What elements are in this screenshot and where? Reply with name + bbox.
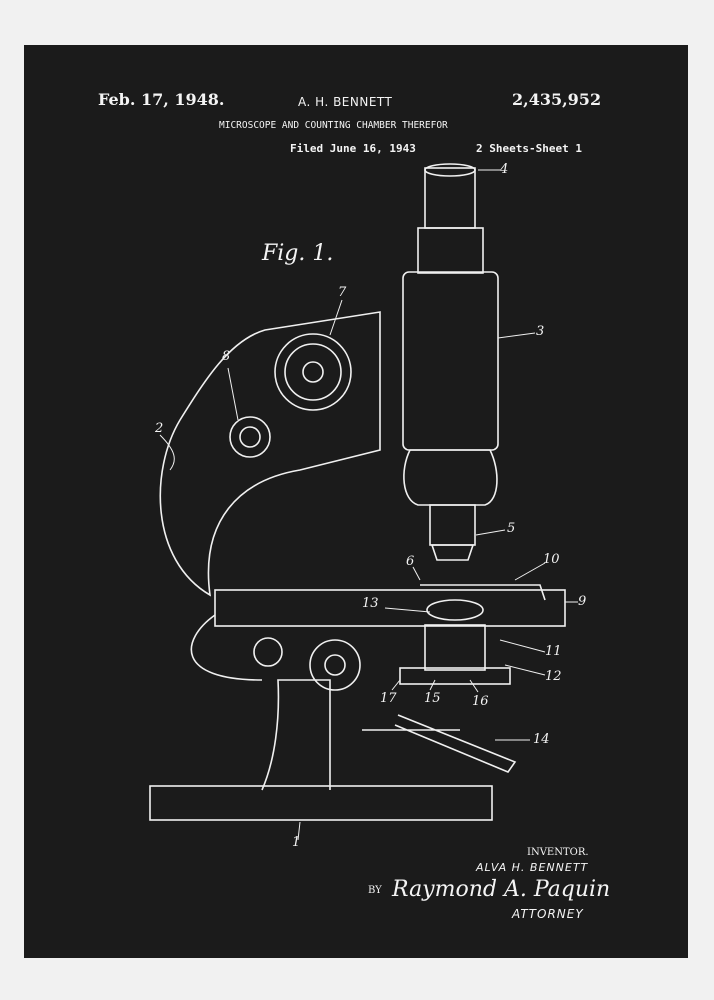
ref-numeral: 3 bbox=[536, 324, 545, 339]
body-tube bbox=[402, 271, 499, 451]
coarse-knob bbox=[274, 333, 352, 411]
draw-tube bbox=[417, 227, 484, 274]
ref-numeral: 1 bbox=[292, 835, 301, 850]
attorney-signature: Raymond A. Paquin bbox=[392, 877, 611, 902]
ref-numeral: 12 bbox=[545, 669, 562, 684]
counting-chamber bbox=[426, 599, 484, 621]
stage bbox=[214, 589, 566, 627]
ref-numeral: 14 bbox=[533, 732, 550, 747]
ref-numeral: 16 bbox=[472, 694, 489, 709]
by-label: BY bbox=[368, 885, 382, 896]
ref-numeral: 6 bbox=[406, 554, 415, 569]
pivot-knob bbox=[253, 637, 283, 667]
base bbox=[149, 785, 493, 821]
stage-clip bbox=[420, 584, 546, 601]
patent-title: MICROSCOPE AND COUNTING CHAMBER THEREFOR bbox=[219, 120, 448, 131]
condenser-mount bbox=[399, 667, 511, 685]
ref-numeral: 9 bbox=[578, 594, 587, 609]
ref-numeral: 10 bbox=[543, 552, 560, 567]
inventor-label: INVENTOR. bbox=[527, 847, 589, 858]
figure-label: Fig. 1. bbox=[262, 241, 334, 266]
patent-number: 2,435,952 bbox=[512, 90, 602, 109]
sheet-info: 2 Sheets-Sheet 1 bbox=[476, 142, 582, 155]
objective bbox=[429, 504, 476, 546]
arm-lower-curve bbox=[190, 614, 263, 681]
ref-numeral: 15 bbox=[424, 691, 441, 706]
arm bbox=[159, 311, 381, 597]
ref-numeral: 11 bbox=[545, 644, 562, 659]
lever bbox=[362, 714, 517, 773]
ref-numeral: 7 bbox=[338, 285, 347, 300]
poster-panel bbox=[24, 45, 688, 958]
filed-date: Filed June 16, 1943 bbox=[290, 142, 416, 155]
inventor-header: A. H. BENNETT bbox=[298, 95, 393, 109]
fine-knob bbox=[229, 416, 271, 458]
pillar bbox=[261, 679, 331, 791]
ref-numeral: 5 bbox=[507, 521, 516, 536]
ref-numeral: 2 bbox=[155, 421, 164, 436]
ref-numeral: 13 bbox=[362, 596, 379, 611]
ref-numeral: 4 bbox=[500, 162, 509, 177]
substage-knob bbox=[309, 639, 361, 691]
ref-numeral: 17 bbox=[380, 691, 397, 706]
patent-date: Feb. 17, 1948. bbox=[98, 90, 225, 109]
leader-lines bbox=[159, 169, 578, 841]
attorney-label: ATTORNEY bbox=[512, 907, 584, 921]
condenser bbox=[424, 624, 486, 671]
eyepiece bbox=[424, 167, 476, 229]
nosepiece bbox=[403, 449, 498, 506]
inventor-name: ALVA H. BENNETT bbox=[476, 861, 589, 874]
ref-numeral: 8 bbox=[222, 349, 231, 364]
